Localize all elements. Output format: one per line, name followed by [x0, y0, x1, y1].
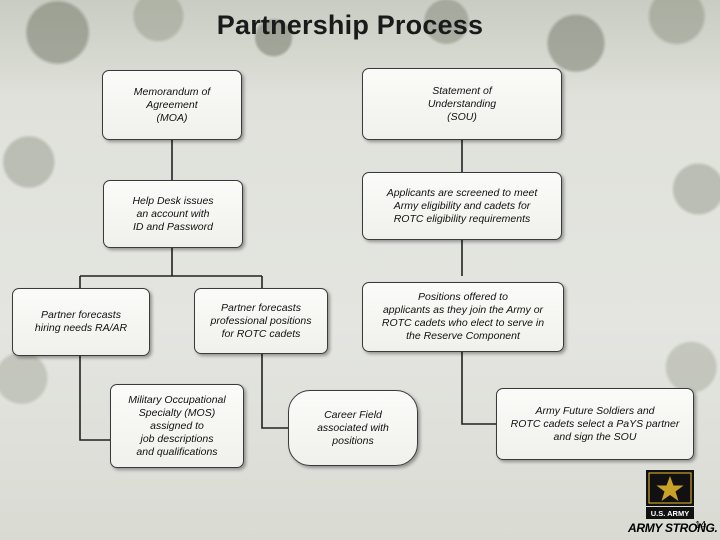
- connector-professional-career: [261, 354, 288, 429]
- connector-positions-future: [461, 352, 496, 425]
- box-professional: Partner forecasts professional positions…: [194, 288, 328, 354]
- box-mos-label: Military Occupational Specialty (MOS) as…: [128, 393, 226, 458]
- logo-label: U.S. ARMY: [651, 509, 689, 518]
- logo-tagline: ARMY STRONG.: [628, 521, 718, 535]
- box-sou: Statement of Understanding (SOU): [362, 68, 562, 140]
- box-help-desk-label: Help Desk issues an account with ID and …: [132, 194, 214, 233]
- army-star-icon: U.S. ARMY: [646, 470, 694, 519]
- box-positions-offered-label: Positions offered to applicants as they …: [381, 291, 545, 342]
- connector-hiring-mos: [79, 356, 110, 441]
- page-number: 14: [695, 520, 707, 531]
- box-future-soldiers-label: Army Future Soldiers and ROTC cadets sel…: [510, 404, 680, 443]
- page-title: Partnership Process: [216, 10, 484, 40]
- box-future-soldiers: Army Future Soldiers and ROTC cadets sel…: [496, 388, 694, 460]
- box-professional-label: Partner forecasts professional positions…: [210, 301, 312, 340]
- box-moa: Memorandum of Agreement (MOA): [102, 70, 242, 140]
- box-career-field-label: Career Field associated with positions: [317, 408, 389, 447]
- box-help-desk: Help Desk issues an account with ID and …: [103, 180, 243, 248]
- box-moa-label: Memorandum of Agreement (MOA): [133, 85, 211, 124]
- box-mos: Military Occupational Specialty (MOS) as…: [110, 384, 244, 468]
- box-hiring-needs-label: Partner forecasts hiring needs RA/AR: [34, 309, 128, 334]
- box-screened-label: Applicants are screened to meet Army eli…: [386, 186, 538, 225]
- box-hiring-needs: Partner forecasts hiring needs RA/AR: [12, 288, 150, 356]
- box-career-field: Career Field associated with positions: [288, 390, 418, 466]
- box-screened: Applicants are screened to meet Army eli…: [362, 172, 562, 240]
- box-positions-offered: Positions offered to applicants as they …: [362, 282, 564, 352]
- box-sou-label: Statement of Understanding (SOU): [427, 84, 497, 123]
